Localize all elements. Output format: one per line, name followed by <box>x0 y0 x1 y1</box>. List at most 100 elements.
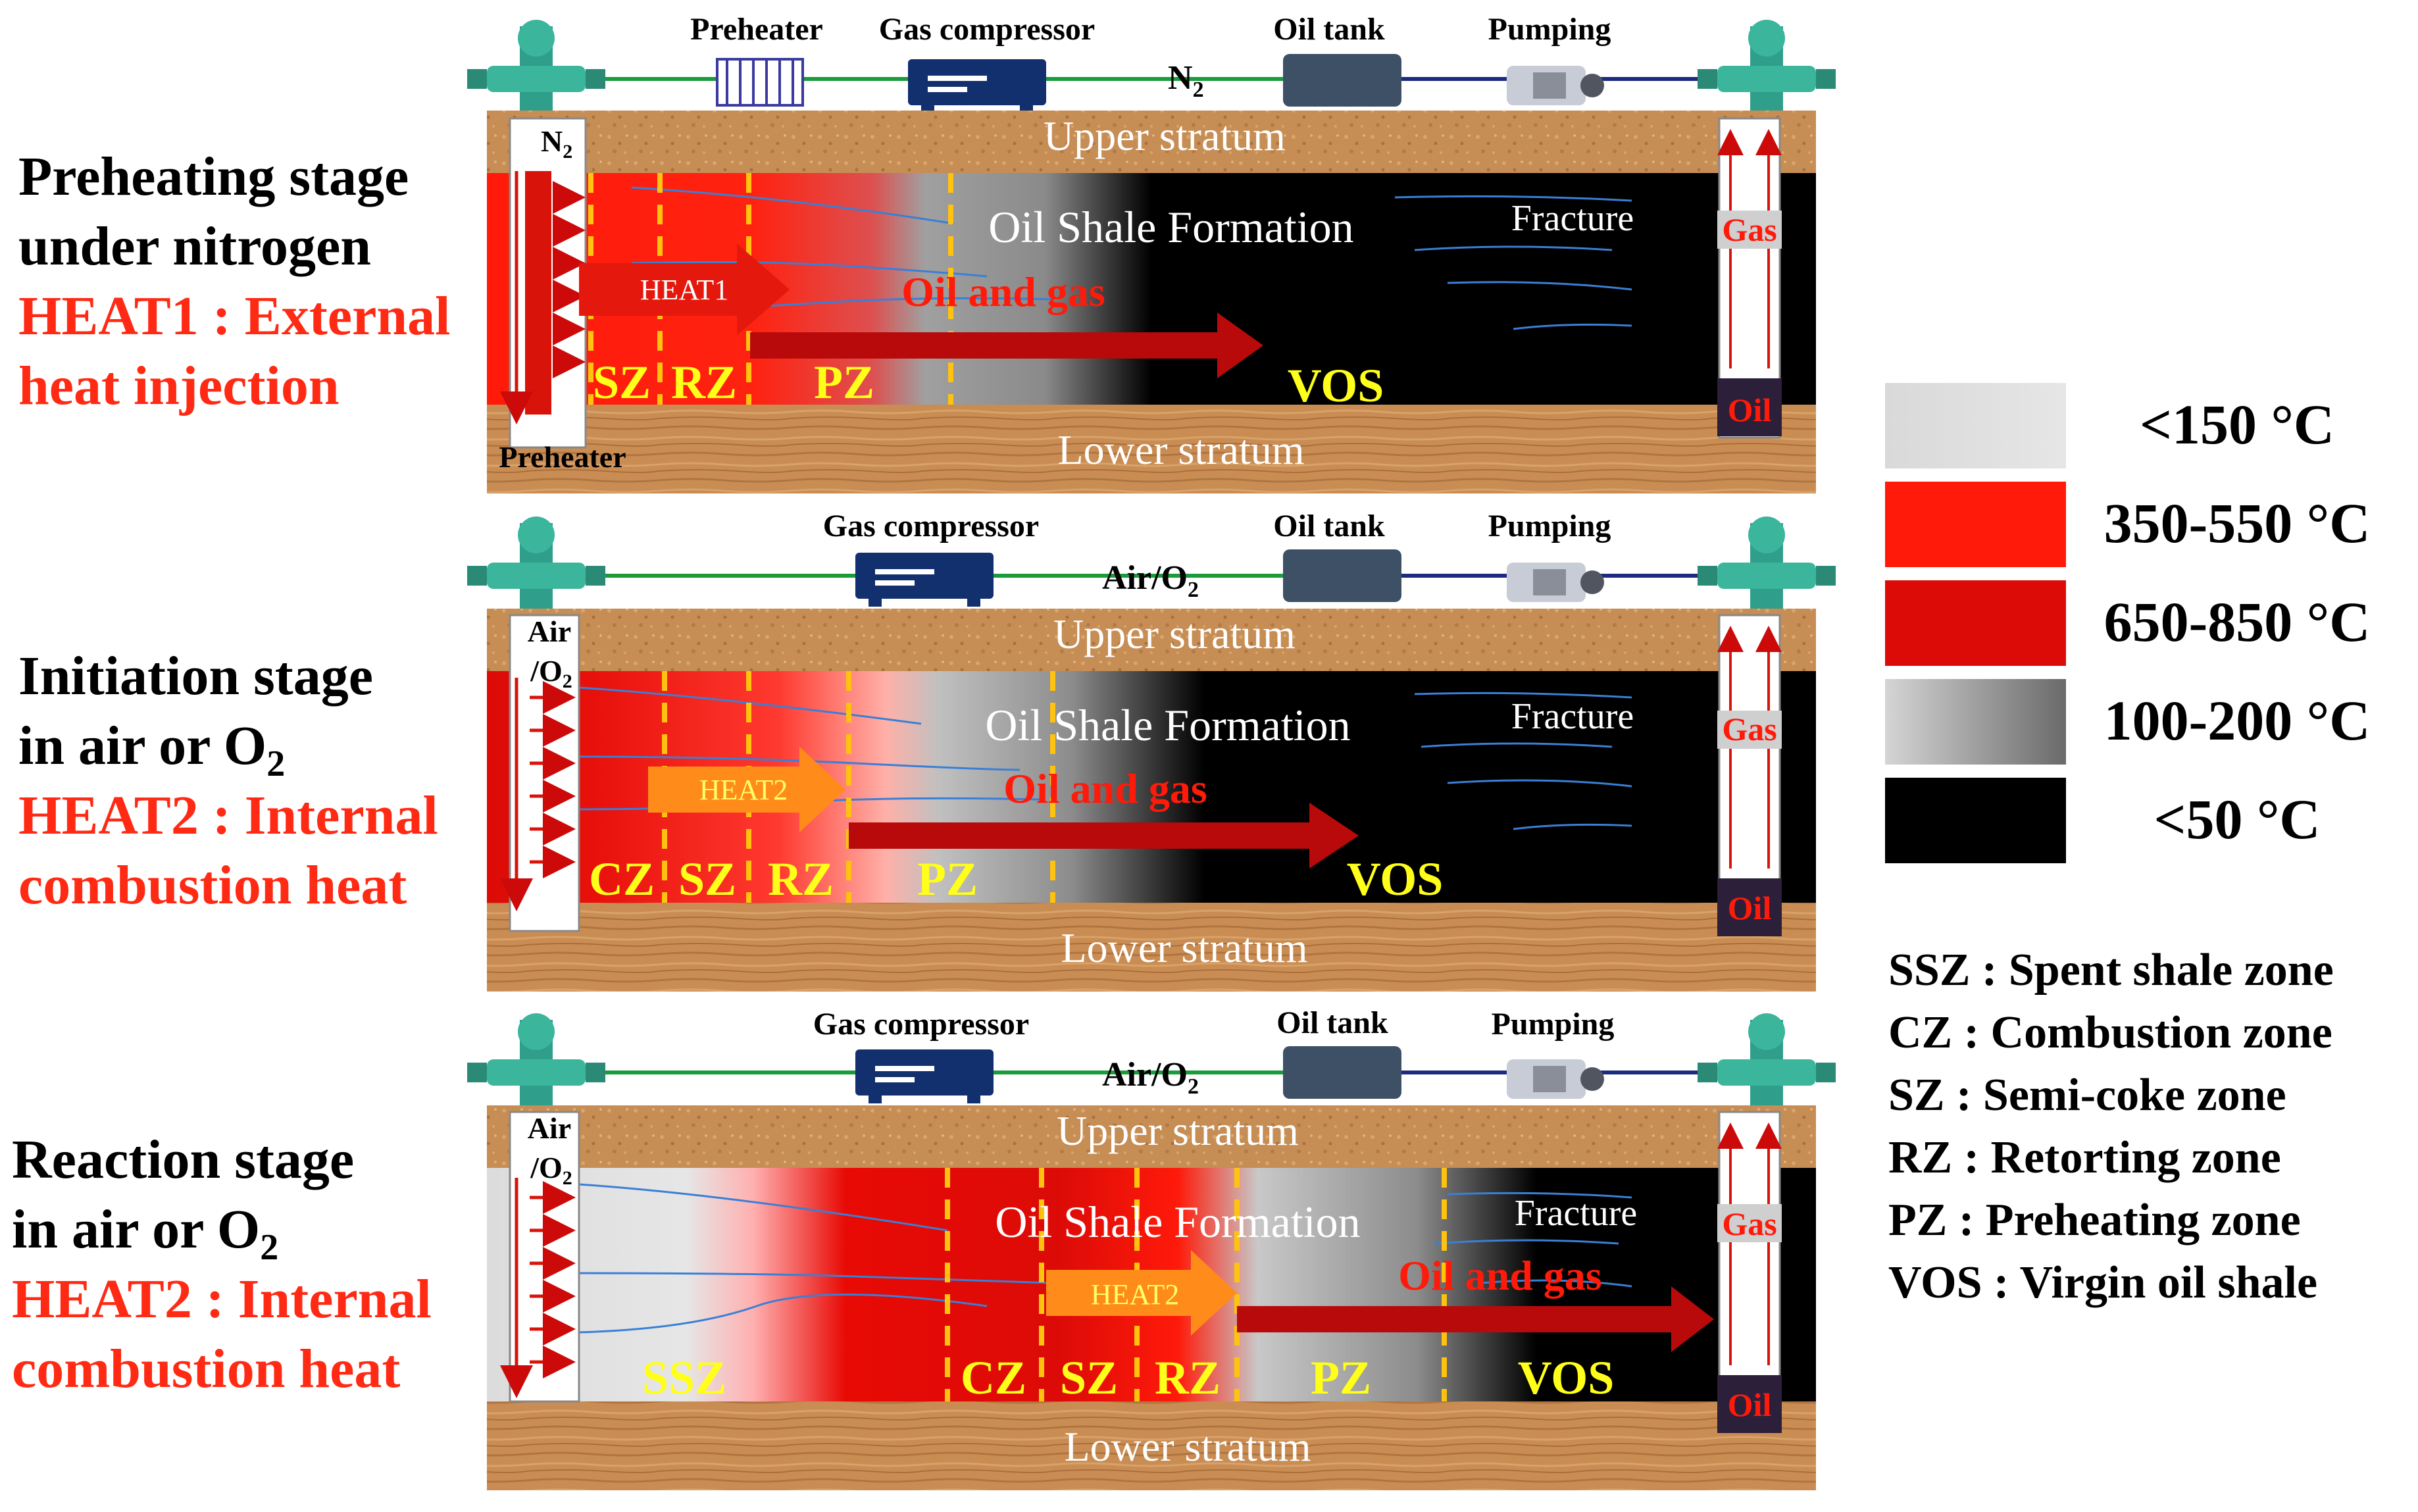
upper-stratum-label: Upper stratum <box>1044 113 1286 159</box>
stage-3-title-line2: in air or O2 <box>12 1199 279 1268</box>
equip-label-gas-compressor: Gas compressor <box>813 1007 1029 1042</box>
inlet-label-line2: /O2 <box>530 654 572 692</box>
equip-label-gas-compressor: Gas compressor <box>823 509 1039 543</box>
stage-2-title-line1: Initiation stage <box>18 645 374 707</box>
abbreviation-item: RZ : Retorting zone <box>1888 1132 2281 1183</box>
abbreviation-item: CZ : Combustion zone <box>1888 1007 2332 1058</box>
stage-3-heat-line1: HEAT2 : Internal <box>12 1269 432 1330</box>
stage-1-diagram: Preheater Gas compressor Oil tank Pumpin… <box>467 12 1836 493</box>
stage-2-title-line2: in air or O2 <box>18 715 286 784</box>
gas-label: N2 <box>1168 59 1204 102</box>
legend-swatch-lt150 <box>1885 383 2066 468</box>
abbreviation-item: SSZ : Spent shale zone <box>1888 945 2334 995</box>
zone-label: SZ <box>678 853 736 905</box>
well-oil-label: Oil <box>1728 391 1772 428</box>
zone-label: RZ <box>768 853 834 905</box>
upper-stratum <box>487 609 1816 671</box>
legend-label-lt50: <50 °C <box>2154 788 2321 851</box>
preheater-icon <box>716 58 804 107</box>
fracture-label: Fracture <box>1511 198 1634 239</box>
well-gas-label: Gas <box>1722 211 1776 248</box>
equip-label-pumping: Pumping <box>1492 1007 1615 1042</box>
inlet-label-line1: Air <box>528 1111 571 1145</box>
abbreviation-item: VOS : Virgin oil shale <box>1888 1257 2318 1308</box>
gas-compressor-icon <box>855 1049 994 1103</box>
gas-compressor-icon <box>908 59 1046 113</box>
stage-1-title-line1: Preheating stage <box>18 146 409 207</box>
inlet-label-line1: Air <box>528 615 571 648</box>
equip-label-pumping: Pumping <box>1488 509 1611 543</box>
oil-gas-label: Oil and gas <box>1003 765 1207 812</box>
stage-3-title-line1: Reaction stage <box>12 1129 355 1190</box>
equip-label-oil-tank: Oil tank <box>1273 12 1385 47</box>
zone-label: SZ <box>593 356 651 409</box>
legend-label-100-200: 100-200 °C <box>2103 689 2371 752</box>
zone-label: RZ <box>1155 1351 1221 1404</box>
legend-swatch-350-550 <box>1885 482 2066 567</box>
well-gas-label: Gas <box>1722 1205 1776 1242</box>
lower-stratum <box>487 903 1816 992</box>
lower-stratum <box>487 405 1816 493</box>
zone-label: CZ <box>589 853 655 905</box>
well-oil-label: Oil <box>1728 1386 1772 1423</box>
fracture-label: Fracture <box>1515 1193 1638 1234</box>
zone-label: CZ <box>961 1351 1026 1404</box>
pump-icon <box>1507 563 1604 602</box>
wellhead-icon <box>1698 1013 1836 1132</box>
upper-stratum <box>487 1105 1816 1168</box>
zone-label: VOS <box>1347 853 1444 905</box>
zone-label: SZ <box>1060 1351 1118 1404</box>
oil-gas-label: Oil and gas <box>901 268 1105 315</box>
upper-stratum-label: Upper stratum <box>1057 1107 1299 1154</box>
lower-stratum-label: Lower stratum <box>1065 1423 1311 1470</box>
upper-stratum-label: Upper stratum <box>1053 611 1296 657</box>
zone-label: RZ <box>671 356 737 409</box>
equip-label-oil-tank: Oil tank <box>1276 1005 1388 1040</box>
oil-gas-label: Oil and gas <box>1398 1252 1601 1299</box>
stage-1-title-line2: under nitrogen <box>18 216 371 277</box>
stage-3-heat-line2: combustion heat <box>12 1338 401 1399</box>
heat-arrow-label: HEAT2 <box>699 774 788 806</box>
wellhead-icon <box>467 20 605 138</box>
formation-label: Oil Shale Formation <box>988 202 1353 252</box>
stage-1-heat-line1: HEAT1 : External <box>18 286 451 347</box>
zone-label: PZ <box>814 356 874 409</box>
fracture-label: Fracture <box>1511 696 1634 737</box>
formation-label: Oil Shale Formation <box>995 1197 1360 1247</box>
stage-3-diagram: Gas compressor Oil tank Pumping Air/O2 <box>467 1005 1836 1490</box>
abbreviation-item: SZ : Semi-coke zone <box>1888 1070 2286 1121</box>
gas-label: Air/O2 <box>1102 559 1199 602</box>
legend-label-lt150: <150 °C <box>2139 393 2334 456</box>
well-gas-label: Gas <box>1722 711 1776 747</box>
lower-stratum-label: Lower stratum <box>1058 426 1305 473</box>
stage-2-heat-line1: HEAT2 : Internal <box>18 785 438 846</box>
zone-label: VOS <box>1288 359 1384 412</box>
legend-swatch-650-850 <box>1885 580 2066 666</box>
upper-stratum <box>487 111 1816 173</box>
stage-1-heat-line2: heat injection <box>18 355 340 416</box>
pump-icon <box>1507 66 1604 105</box>
lower-stratum-label: Lower stratum <box>1061 924 1308 971</box>
equip-label-preheater: Preheater <box>690 12 823 47</box>
heat-arrow-label: HEAT1 <box>640 274 728 306</box>
zone-label: VOS <box>1518 1351 1615 1404</box>
legend-swatch-lt50 <box>1885 778 2066 863</box>
zone-label: PZ <box>1311 1351 1371 1404</box>
formation-label: Oil Shale Formation <box>985 700 1350 750</box>
lower-stratum <box>487 1401 1816 1490</box>
equip-label-oil-tank: Oil tank <box>1273 509 1385 543</box>
legend-swatch-100-200 <box>1885 679 2066 765</box>
gas-compressor-icon <box>855 553 994 607</box>
well-oil-label: Oil <box>1728 890 1772 926</box>
zone-label: PZ <box>917 853 978 905</box>
oil-tank-icon <box>1283 1046 1401 1099</box>
gas-label: Air/O2 <box>1102 1056 1199 1099</box>
abbreviation-item: PZ : Preheating zone <box>1888 1195 2301 1246</box>
oil-tank-icon <box>1283 54 1401 107</box>
oil-tank-icon <box>1283 549 1401 602</box>
equip-label-pumping: Pumping <box>1488 12 1611 47</box>
pump-icon <box>1507 1059 1604 1099</box>
legend-label-650-850: 650-850 °C <box>2103 590 2371 653</box>
equip-label-gas-compressor: Gas compressor <box>879 12 1095 47</box>
stage-2-diagram: Gas compressor Oil tank Pumping Air/O2 <box>467 509 1836 992</box>
